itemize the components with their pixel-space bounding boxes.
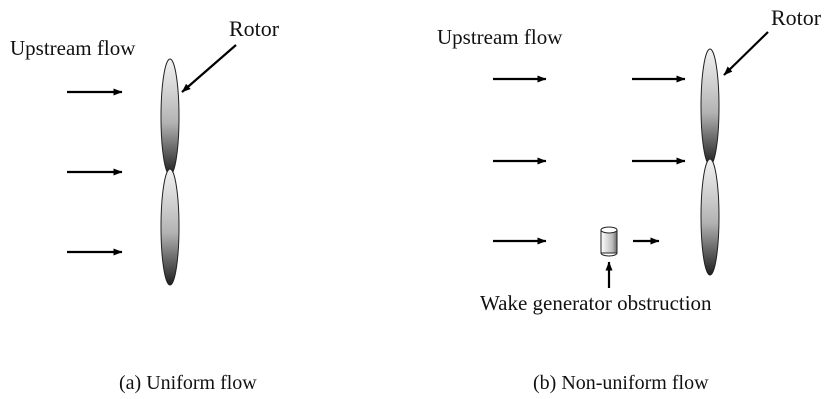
caption-a: (a) Uniform flow: [119, 372, 257, 394]
caption-b: (b) Non-uniform flow: [533, 372, 709, 394]
wake-generator-label: Wake generator obstruction: [480, 291, 712, 315]
panel-b-flow-arrows: [493, 75, 686, 245]
panel-b-rotor: [700, 48, 720, 276]
panel-a-rotor: [160, 58, 180, 286]
rotor-pointer-arrow: [181, 44, 237, 93]
rotor-label-b: Rotor: [771, 5, 822, 30]
upstream-flow-label-a: Upstream flow: [10, 36, 136, 60]
rotor-blade-upper: [160, 58, 180, 176]
panel-a-flow-arrows: [67, 88, 123, 256]
rotor-label-a: Rotor: [229, 16, 280, 41]
rotor-blade-upper: [700, 48, 720, 166]
upstream-flow-label-b: Upstream flow: [437, 25, 563, 49]
rotor-blade-lower: [160, 168, 180, 286]
wake-generator-cylinder: [600, 226, 618, 257]
rotor-blade-lower: [700, 158, 720, 276]
rotor-pointer-arrow: [723, 31, 769, 76]
